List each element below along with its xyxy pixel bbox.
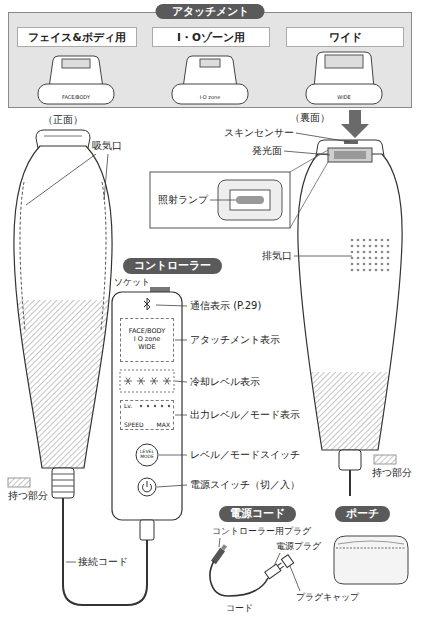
leader-line [284, 151, 330, 155]
legend-text: 持つ部分 [372, 467, 412, 479]
part-name: 排気口 [262, 250, 292, 262]
pouch [334, 536, 408, 584]
panel-ground [8, 12, 412, 108]
legend-text: 持つ部分 [8, 490, 48, 502]
attachment-mark: FACE/BODY [62, 94, 90, 100]
attachment-name: I・Oゾーン用 [177, 31, 245, 44]
view-label: （正面） [43, 114, 83, 126]
panel-heading: アタッチメント [156, 4, 265, 19]
display-area: Lv. SPEED MAX [120, 400, 174, 430]
part-name: スキンセンサー [224, 127, 294, 139]
grip-swatch [8, 478, 30, 487]
zoom-box [150, 172, 290, 228]
section-tab: ポーチ [335, 506, 390, 522]
part-name: 通信表示 (P.29) [190, 300, 261, 312]
leader-line [294, 256, 352, 257]
part-name: 照射ランプ [158, 194, 208, 206]
attachment-io-zone [172, 56, 248, 104]
grip-swatch [374, 455, 396, 464]
section-tab: 電源コード [219, 506, 296, 522]
leader-line [66, 562, 76, 563]
part-name: ソケット [114, 277, 150, 288]
part-name: コード [226, 603, 253, 614]
attachment-mark: I·O zone [200, 94, 221, 100]
part-name: 接続コード [78, 556, 128, 568]
section-tab: コントローラー [123, 258, 222, 274]
arrow [341, 110, 369, 138]
section-title: コントローラー [134, 259, 211, 272]
button-text: LEVEL MODE [135, 450, 159, 459]
display-text: SPEED [124, 421, 147, 428]
display-area: FACE/BODYI O zoneWIDE [120, 318, 174, 362]
lamp [236, 196, 264, 204]
section-title: ポーチ [346, 507, 379, 520]
display-text: FACE/BODY [129, 328, 165, 336]
part-name: 電源スイッチ（切／入） [190, 479, 300, 491]
leader-line [26, 154, 96, 205]
part-name: 電源プラグ [276, 541, 321, 552]
zoom-line [290, 162, 328, 228]
handpiece-back [290, 140, 410, 496]
display-text: WIDE [138, 344, 155, 352]
handpiece-front [0, 130, 130, 498]
controller [112, 287, 182, 540]
attachment-mark: WIDE [337, 94, 350, 100]
attachment-panel: フェイス&ボディ用I・Oゾーン用ワイドアタッチメント [8, 12, 412, 108]
display-text: I O zone [134, 336, 161, 344]
view-label: （裏面） [290, 112, 330, 124]
attachment-label: ワイド [286, 27, 404, 47]
part-name: プラグキャップ [296, 592, 359, 603]
part-name: アタッチメント表示 [190, 334, 280, 346]
part-name: コントローラー用プラグ [212, 526, 311, 537]
leader-line [210, 200, 236, 201]
part-name: 冷却レベル表示 [190, 376, 260, 388]
attachment-label: I・Oゾーン用 [152, 27, 270, 47]
part-name: 出力レベル／モード表示 [190, 409, 300, 421]
attachment-face-body [38, 56, 114, 104]
part-name: レベル／モードスイッチ [190, 449, 300, 461]
display-text: Lv. [124, 402, 147, 409]
attachment-label: フェイス&ボディ用 [17, 27, 137, 47]
section-title: 電源コード [230, 507, 285, 520]
attachment-name: フェイス&ボディ用 [28, 31, 125, 44]
part-name: 吸気口 [92, 140, 122, 152]
part-name: 発光面 [252, 145, 282, 157]
leader-line [296, 133, 350, 142]
leader-line [104, 154, 108, 200]
display-text: MAX [157, 421, 170, 428]
attachment-wide [306, 52, 382, 104]
attachment-name: ワイド [329, 31, 362, 44]
